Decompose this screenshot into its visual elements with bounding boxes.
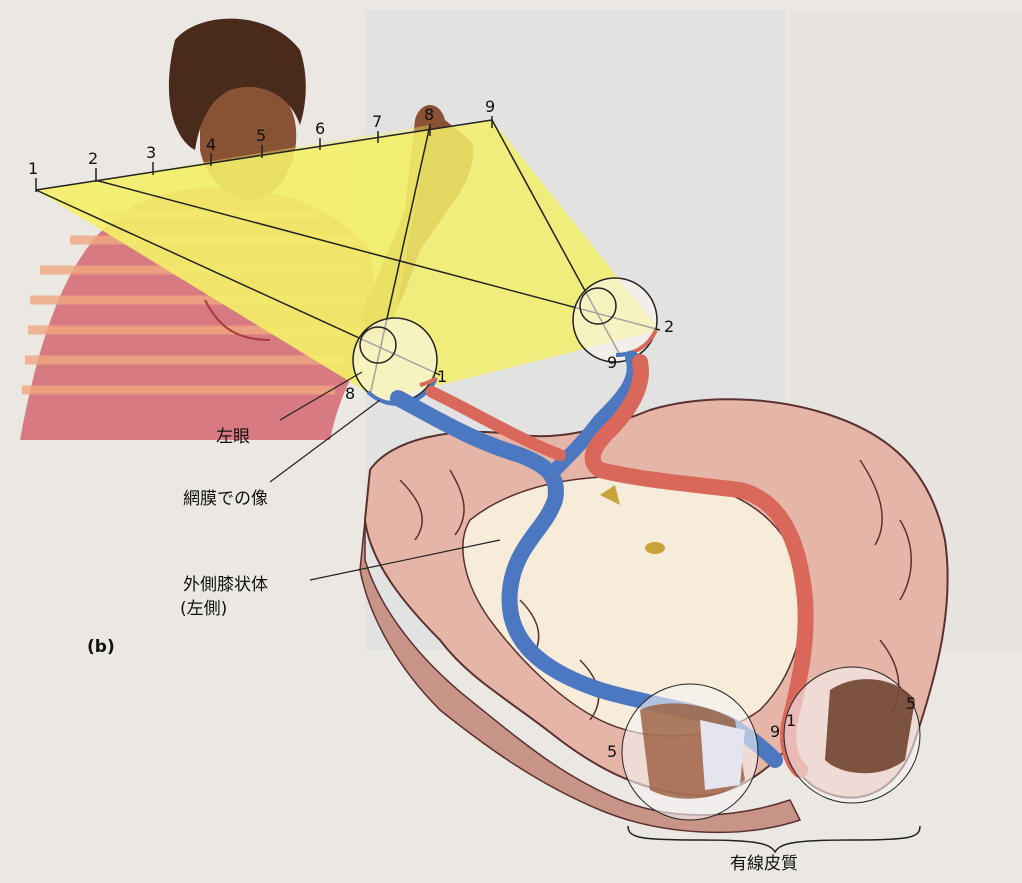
cortex-image-right	[784, 667, 920, 803]
field-num-9: 9	[485, 97, 495, 116]
right-eye-number-outer: 2	[664, 317, 674, 336]
field-num-1: 1	[28, 159, 38, 178]
right-eye-number-inner: 9	[607, 353, 617, 372]
cortex-right-number-inner: 1	[786, 711, 796, 730]
label-lgn-line1: 外側膝状体	[183, 575, 268, 595]
field-num-6: 6	[315, 119, 325, 138]
label-retinal-image: 網膜での像	[183, 489, 268, 509]
field-num-5: 5	[256, 126, 266, 145]
left-eye-number-inner: 1	[437, 367, 447, 386]
field-num-7: 7	[372, 112, 382, 131]
label-striate-cortex: 有線皮質	[730, 854, 798, 874]
right-eye	[573, 278, 657, 362]
field-num-4: 4	[206, 135, 216, 154]
label-lgn-line2: (左側)	[180, 599, 227, 619]
cortex-left-number-inner: 9	[770, 722, 780, 741]
field-num-8: 8	[424, 105, 434, 124]
panel-label: (b)	[87, 637, 115, 657]
field-num-3: 3	[146, 143, 156, 162]
cortex-image-left	[622, 684, 758, 820]
label-left-eye: 左眼	[216, 427, 250, 447]
field-num-2: 2	[88, 149, 98, 168]
cortex-right-number-outer: 5	[906, 694, 916, 713]
cortex-left-number-outer: 5	[607, 742, 617, 761]
left-eye-number-outer: 8	[345, 384, 355, 403]
